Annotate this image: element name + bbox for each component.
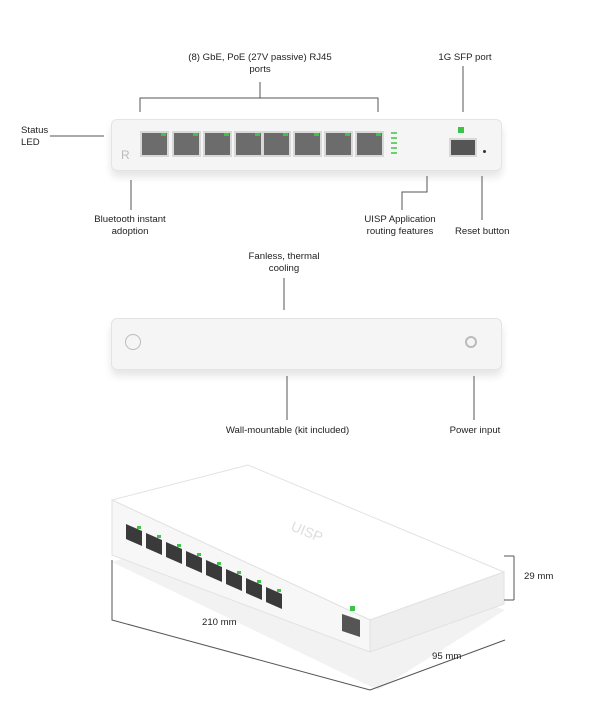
- iso-rj45-port: [246, 578, 262, 600]
- iso-port-led: [277, 589, 281, 592]
- reset-button: [483, 150, 486, 153]
- wall-mount-label: Wall-mountable (kit included): [225, 425, 350, 436]
- uisp-app-leader: [401, 176, 428, 210]
- iso-rj45-port: [126, 524, 142, 546]
- iso-rj45-port: [146, 533, 162, 555]
- status-led-column: [391, 132, 397, 156]
- iso-port-led: [137, 526, 141, 529]
- iso-port-led: [157, 535, 161, 538]
- rj45-port: [203, 131, 232, 157]
- iso-port-led: [217, 562, 221, 565]
- port-led: [161, 133, 166, 136]
- iso-rj45-port: [186, 551, 202, 573]
- fanless-label: Fanless, thermal cooling: [248, 251, 320, 274]
- uisp-app-label: UISP Application routing features: [364, 214, 436, 237]
- iso-right-face: [369, 571, 505, 653]
- iso-rj45-port: [226, 569, 242, 591]
- iso-rj45-port: [206, 560, 222, 582]
- front-mark: R: [121, 148, 130, 162]
- width-dimension-line: [111, 560, 371, 691]
- ports-bracket: [139, 97, 379, 112]
- port-led: [255, 133, 260, 136]
- status-led-label: Status LED: [21, 125, 49, 148]
- iso-rj45-port: [266, 587, 282, 609]
- iso-port-leds: [137, 526, 281, 592]
- port-led: [193, 133, 198, 136]
- port-led: [224, 133, 229, 136]
- iso-port-led: [237, 571, 241, 574]
- port-led: [376, 133, 381, 136]
- sfp-label: 1G SFP port: [438, 52, 492, 63]
- width-label: 210 mm: [202, 617, 237, 628]
- iso-port-led: [177, 544, 181, 547]
- sfp-port: [449, 138, 477, 157]
- rj45-port: [262, 131, 291, 157]
- ports-label: (8) GbE, PoE (27V passive) RJ45 ports: [188, 52, 332, 75]
- bluetooth-label: Bluetooth instant adoption: [94, 214, 166, 237]
- port-led: [314, 133, 319, 136]
- height-label: 29 mm: [524, 571, 554, 582]
- power-connector: [465, 336, 477, 348]
- iso-rj45-port: [166, 542, 182, 564]
- depth-dimension-line: [369, 639, 506, 691]
- bluetooth-icon: [125, 334, 141, 350]
- iso-port-led: [257, 580, 261, 583]
- sfp-status-led: [458, 127, 464, 133]
- port-led: [283, 133, 288, 136]
- reset-label: Reset button: [455, 226, 510, 237]
- iso-sfp-port: [342, 614, 360, 637]
- port-led: [345, 133, 350, 136]
- iso-port-led: [197, 553, 201, 556]
- depth-label: 95 mm: [432, 651, 462, 662]
- power-label: Power input: [449, 425, 501, 436]
- iso-ports: [126, 524, 282, 609]
- iso-sfp-led: [350, 606, 355, 611]
- back-device-body: [111, 318, 502, 370]
- dimension-lines: [111, 555, 515, 691]
- leader-lines: [50, 66, 483, 420]
